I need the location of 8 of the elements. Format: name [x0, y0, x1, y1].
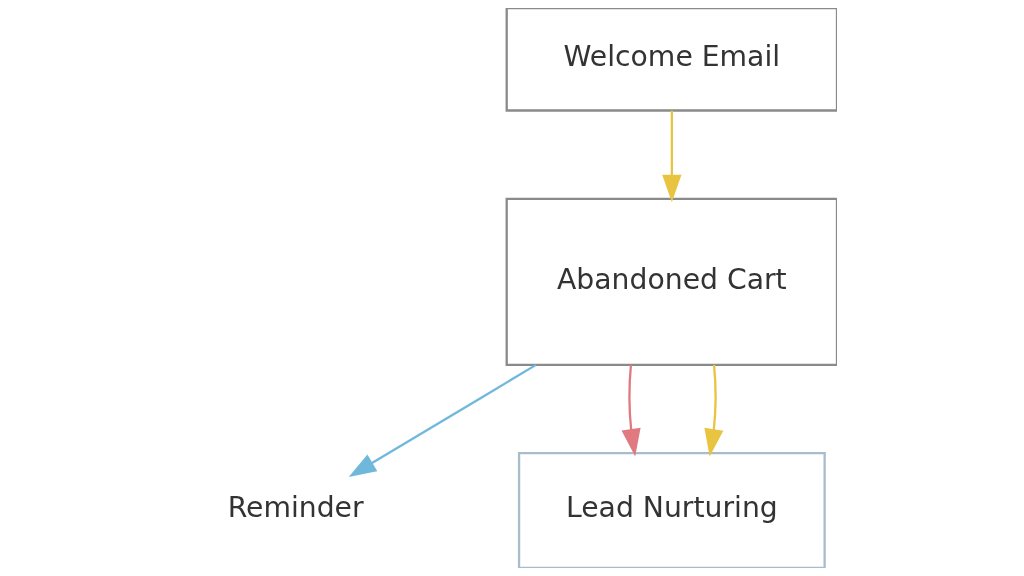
node-text: Reminder — [227, 491, 364, 525]
node-box: Abandoned Cart — [505, 197, 837, 366]
node-box: Lead Nurturing — [517, 452, 826, 568]
arrow — [621, 364, 641, 457]
node-box: Welcome Email — [505, 8, 837, 112]
arrow — [348, 363, 537, 477]
arrow — [662, 110, 682, 203]
arrow — [704, 364, 724, 457]
